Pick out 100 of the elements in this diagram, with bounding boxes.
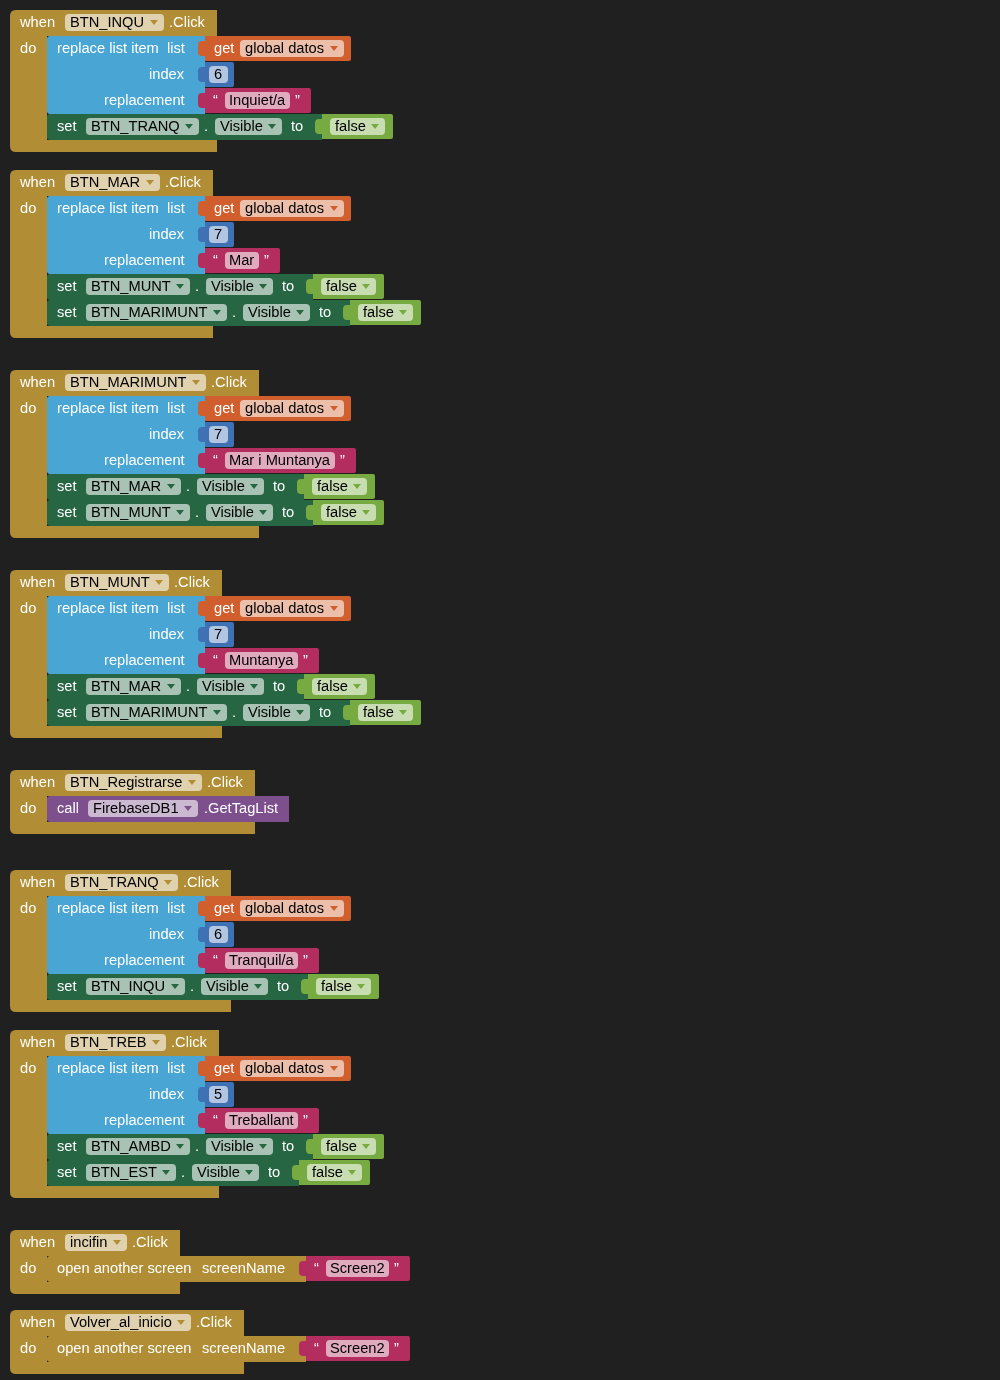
keyword-label: when [20,874,56,891]
quote-mark: ” [303,652,308,669]
keyword-label: when [20,174,56,191]
replace-list-item-block [47,196,205,274]
property-dropdown: Visible [243,704,310,721]
keyword-label: set [57,704,77,721]
boolean-block [305,274,384,299]
keyword-label: to [282,1138,295,1155]
setter-block [47,474,304,500]
keyword-label: do [20,1060,37,1077]
property-dropdown: Visible [206,504,273,521]
keyword-label: when [20,774,56,791]
keyword-label: replace list item [57,400,159,417]
quote-mark: “ [213,92,218,109]
keyword-label: when [20,574,56,591]
text-field: Mar i Muntanya [225,452,335,469]
setter-block [47,1160,299,1186]
property-dropdown: Visible [197,478,264,495]
component-dropdown: BTN_MARIMUNT [86,704,227,721]
event-name-label: .Click [183,874,219,891]
property-dropdown: Visible [192,1164,259,1181]
quote-mark: ” [303,952,308,969]
keyword-label: get [214,900,235,917]
component-dropdown: BTN_MAR [65,174,160,191]
component-dropdown: BTN_TREB [65,1034,166,1051]
keyword-label: get [214,400,235,417]
event-name-label: .Click [207,774,243,791]
boolean-block [305,1134,384,1159]
keyword-label: when [20,1234,56,1251]
text-block [197,648,319,673]
component-dropdown: BTN_TRANQ [86,118,199,135]
socket-label: list [167,400,185,417]
keyword-label: get [214,200,235,217]
event-name-label: .Click [211,374,247,391]
keyword-label: to [319,304,332,321]
property-dropdown: Visible [201,978,268,995]
dot-label: . [232,704,237,721]
component-dropdown: BTN_MUNT [86,278,190,295]
keyword-label: replace list item [57,600,159,617]
variable-dropdown: global datos [240,400,344,417]
socket-label: index [149,66,185,83]
variable-dropdown: global datos [240,200,344,217]
text-field: Screen2 [326,1260,389,1277]
keyword-label: set [57,978,77,995]
property-dropdown: Visible [206,278,273,295]
open-screen-block [47,1256,306,1282]
component-dropdown: BTN_INQU [65,14,164,31]
boolean-block [342,300,421,325]
component-dropdown: Volver_al_inicio [65,1314,191,1331]
property-dropdown: Visible [197,678,264,695]
keyword-label: get [214,1060,235,1077]
get-variable-block [197,36,351,61]
component-dropdown: BTN_MAR [86,478,181,495]
dot-label: . [195,1138,200,1155]
component-dropdown: BTN_TRANQ [65,874,178,891]
socket-label: index [149,1086,185,1103]
method-call-block [47,796,289,822]
keyword-label: call [57,800,79,817]
component-dropdown: BTN_Registrarse [65,774,202,791]
keyword-label: set [57,1138,77,1155]
boolean-block [296,674,375,699]
component-dropdown: FirebaseDB1 [88,800,198,817]
event-name-label: .Click [132,1234,168,1251]
keyword-label: set [57,504,77,521]
socket-label: list [167,40,185,57]
setter-block [47,700,350,726]
text-block [197,248,280,273]
variable-dropdown: global datos [240,40,344,57]
socket-label: screenName [202,1340,286,1357]
event-name-label: .Click [165,174,201,191]
boolean-block [305,500,384,525]
text-block [197,88,311,113]
keyword-label: when [20,1034,56,1051]
keyword-label: to [273,478,286,495]
text-field: Tranquil/a [225,952,298,969]
socket-label: replacement [104,652,185,669]
get-variable-block [197,1056,351,1081]
boolean-block [342,700,421,725]
boolean-dropdown: false [321,278,376,295]
method-name-label: .GetTagList [204,800,279,817]
socket-label: index [149,226,185,243]
setter-block [47,674,304,700]
text-field: Screen2 [326,1340,389,1357]
component-dropdown: BTN_MAR [86,678,181,695]
component-dropdown: BTN_EST [86,1164,176,1181]
component-dropdown: BTN_MARIMUNT [86,304,227,321]
dot-label: . [181,1164,186,1181]
quote-mark: ” [295,92,300,109]
property-dropdown: Visible [243,304,310,321]
number-field: 7 [209,426,228,443]
boolean-dropdown: false [312,478,367,495]
quote-mark: ” [264,252,269,269]
keyword-label: do [20,1340,37,1357]
text-field: Inquiet/a [225,92,290,109]
get-variable-block [197,596,351,621]
keyword-label: to [277,978,290,995]
get-variable-block [197,196,351,221]
keyword-label: when [20,14,56,31]
socket-label: list [167,900,185,917]
event-block [10,770,289,834]
